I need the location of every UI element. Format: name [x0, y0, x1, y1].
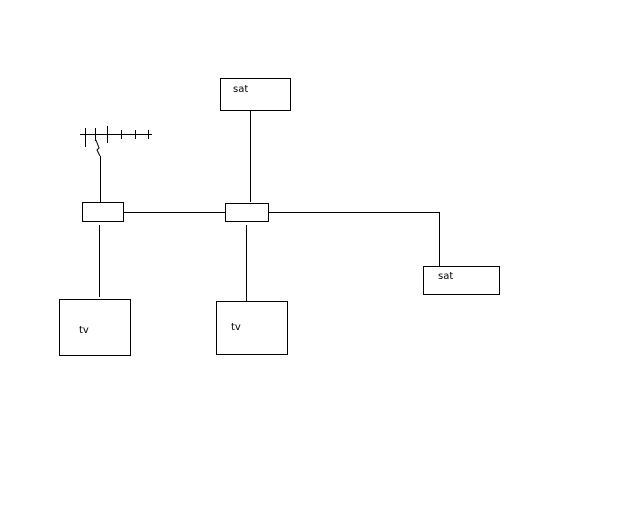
splitter-middle — [225, 203, 269, 222]
sat-right-box — [423, 266, 500, 295]
tv-middle-box — [216, 301, 288, 355]
sat-top-box — [220, 78, 291, 111]
sat-right-label: sat — [438, 271, 453, 282]
cable-splitter-middle-to-sat-right — [269, 212, 440, 266]
tv-left-box — [59, 299, 131, 356]
tv-middle-label: tv — [231, 322, 241, 333]
tv-left-label: tv — [79, 325, 89, 336]
splitter-left — [82, 202, 124, 222]
sat-top-label: sat — [233, 84, 248, 95]
antenna-icon — [80, 126, 152, 157]
